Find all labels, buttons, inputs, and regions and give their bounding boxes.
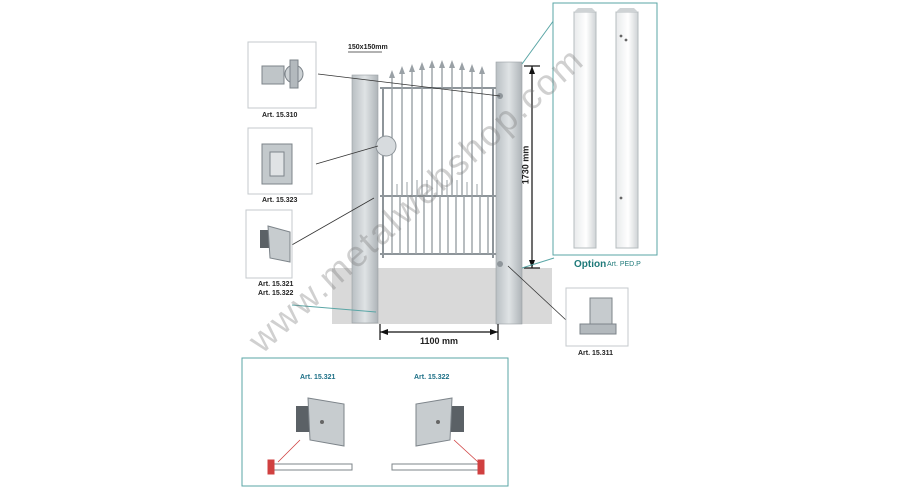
label-stop-321: Art. 15.321 [258,281,294,288]
leader-lines [289,73,567,321]
detail-bar-left [267,459,353,475]
option-panel [552,2,658,256]
detail-stop-321 [296,397,345,447]
lock-box-image [261,143,293,185]
label-lock-box: Art. 15.323 [262,197,298,204]
accent-lines [291,19,555,313]
label-stop-322: Art. 15.322 [258,290,294,297]
dim-height-label: 1730 mm [520,145,531,185]
detail-bar-right [391,459,485,475]
label-floor-plate: Art. 15.311 [578,350,614,357]
detail-stop-322 [415,397,464,447]
option-word: Option [574,259,607,270]
detail-title-right: Art. 15.322 [414,374,450,381]
option-article: Art. PED.P [607,261,641,268]
option-posts [573,8,639,249]
dim-top-label: 150x150mm [348,44,388,51]
left-post [351,74,379,324]
gate-lower-bars [391,196,489,254]
label-hinge-top: Art. 15.310 [262,112,298,119]
gate-mid-spikes [396,180,478,196]
detail-leader-left [277,439,301,463]
gate-spike-tips [389,60,485,78]
lock-detail [375,135,397,157]
hinge-bottom-point [497,261,503,267]
floor-plate-image [579,297,617,335]
right-post [495,61,523,325]
detail-title-left: Art. 15.321 [300,374,336,381]
dim-width-label: 1100 mm [420,336,459,346]
stop-image [260,225,291,263]
hinge-top-image [261,59,304,89]
detail-leader-right [453,439,479,463]
